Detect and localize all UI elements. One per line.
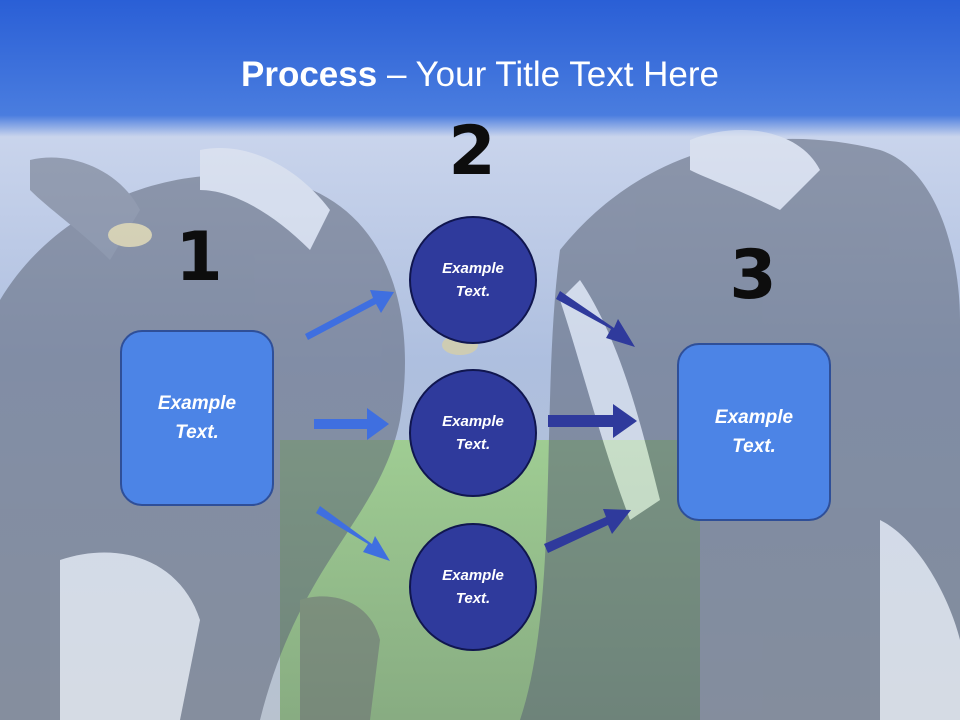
step-2-circle-middle-text: Example Text. <box>442 413 504 453</box>
title-bold: Process <box>241 55 378 94</box>
step-number-2: 2 <box>448 112 496 191</box>
title-rest: Your Title Text Here <box>415 55 720 94</box>
step-number-3: 3 <box>729 236 777 315</box>
arrow-right-icon <box>314 408 389 440</box>
arrow-down-right-icon <box>556 291 635 347</box>
step-2-circle-top-text: Example Text. <box>442 260 504 300</box>
step-1-text: Example Text. <box>157 393 237 443</box>
step-number-1: 1 <box>175 218 223 297</box>
arrow-down-right-icon <box>316 506 390 561</box>
title-separator: – <box>377 55 416 94</box>
arrow-up-right-icon <box>544 509 631 553</box>
step-3-box: Example Text. <box>677 343 831 521</box>
slide-title: Process – Your Title Text Here <box>0 52 960 98</box>
step-2-circle-bottom: Example Text. <box>409 523 537 651</box>
step-2-circle-middle: Example Text. <box>409 369 537 497</box>
step-2-circle-top: Example Text. <box>409 216 537 344</box>
arrow-up-right-icon <box>305 290 394 340</box>
step-1-box: Example Text. <box>120 330 274 506</box>
arrow-right-icon <box>548 404 637 438</box>
step-3-text: Example Text. <box>714 407 794 457</box>
step-2-circle-bottom-text: Example Text. <box>442 567 504 607</box>
